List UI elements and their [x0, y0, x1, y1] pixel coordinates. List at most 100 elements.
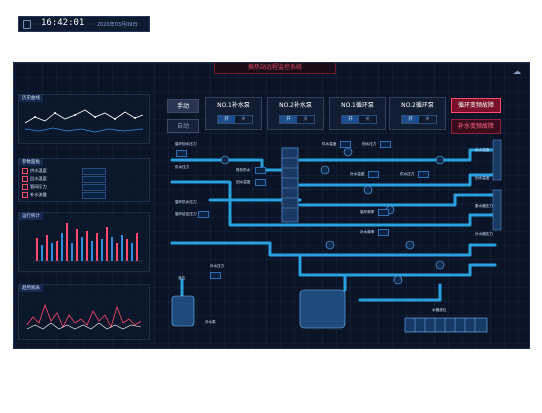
pump-on-button[interactable]: 开 [342, 116, 359, 123]
pump-symbol [363, 185, 373, 195]
stats-panel: 运行统计 [18, 212, 150, 272]
value-box [418, 171, 429, 178]
pump-toggle[interactable]: 开关 [217, 115, 253, 124]
pump-name: NO.2循环泵 [401, 102, 434, 109]
pump-off-button[interactable]: 关 [303, 117, 308, 122]
metric-value-box [82, 184, 106, 191]
makeup-vfd-fault-button[interactable]: 补水变频故障 [451, 119, 501, 134]
value-box [255, 179, 266, 186]
trend-line-white [26, 322, 142, 330]
diagram-label: 回水温度 [236, 180, 251, 184]
diagram-label: 供水温度 [475, 148, 490, 152]
pump-on-button[interactable]: 开 [402, 116, 419, 123]
pump-on-button[interactable]: 开 [218, 116, 235, 123]
pump-symbol [220, 155, 230, 165]
pump-control-1: NO.1补水泵 开关 [205, 97, 262, 130]
pump-symbol [325, 240, 335, 250]
diagram-label: 液位 [178, 276, 186, 280]
stats-bar [116, 243, 118, 261]
alarm-icon [22, 192, 28, 198]
branch-pipe-2 [298, 193, 497, 207]
heat-exchanger [281, 147, 299, 223]
pump-symbol [405, 240, 415, 250]
supply-pipe-1 [170, 158, 292, 172]
value-box [380, 141, 391, 148]
stats-title: 运行统计 [19, 213, 43, 220]
stats-bar [91, 241, 93, 261]
metric-row: 补水流量 [22, 192, 106, 199]
value-box [255, 167, 266, 174]
stats-bar [111, 237, 113, 261]
value-box [210, 272, 221, 279]
pump-off-button[interactable]: 关 [425, 117, 430, 122]
pump-off-button[interactable]: 关 [365, 117, 370, 122]
diagram-label: 供水压力 [400, 172, 415, 176]
metric-label: 供水温度 [30, 168, 47, 173]
pump-toggle[interactable]: 开关 [401, 115, 437, 124]
circulation-vfd-fault-button[interactable]: 循环变频故障 [451, 98, 501, 113]
metric-label: 补水流量 [30, 192, 47, 197]
value-box [340, 141, 351, 148]
history-line [24, 109, 144, 124]
value-box [176, 150, 187, 157]
stats-bar [51, 243, 53, 261]
diagram-label: 补水压力 [210, 264, 225, 268]
tank-outflow [358, 283, 442, 302]
distributor-header [492, 189, 502, 231]
stats-bar [131, 243, 133, 261]
diagram-label: 补水温度 [350, 172, 365, 176]
trend-title: 趋势图表 [19, 285, 43, 292]
metric-value-box [82, 192, 106, 199]
current-date: 2020年03月09日 [97, 22, 138, 28]
return-pipe-2 [298, 173, 497, 187]
loop-pipe-2 [343, 263, 497, 277]
diagram-label: 循环给定压力 [175, 212, 197, 216]
diagram-label: 回水压力 [362, 142, 377, 146]
softening-unit [404, 317, 488, 333]
diagram-label: 水箱液位 [432, 308, 447, 312]
return-pipe-1 [170, 180, 497, 227]
pump-toggle[interactable]: 开关 [279, 115, 315, 124]
stats-bar [126, 239, 128, 261]
drop-pipe [298, 253, 347, 292]
manual-mode-button[interactable]: 手动 [167, 99, 199, 113]
diagram-label: 补水泵 [205, 320, 216, 324]
pump-name: NO.2补水泵 [279, 102, 312, 109]
diagram-label: 回水温度 [475, 176, 490, 180]
pump-toggle[interactable]: 开关 [341, 115, 377, 124]
stats-bar [66, 223, 68, 261]
history-point [74, 114, 76, 116]
clock-panel: 16:42:01 2020年03月09日 [18, 16, 150, 32]
stats-bar [136, 233, 138, 261]
alarm-icon [22, 168, 28, 174]
pump-off-button[interactable]: 关 [241, 117, 246, 122]
value-box [378, 209, 389, 216]
stats-bar [46, 235, 48, 261]
pump-symbol [435, 260, 445, 270]
stats-bar [101, 239, 103, 261]
stats-bar [81, 237, 83, 261]
trend-panel: 趋势图表 [18, 284, 150, 340]
stats-bar [96, 233, 98, 261]
auto-mode-button[interactable]: 自动 [167, 119, 199, 133]
metric-row: 供水温度 [22, 168, 106, 175]
stats-bar [121, 235, 123, 261]
pump-symbol [393, 275, 403, 285]
pump-name: NO.1补水泵 [217, 102, 250, 109]
metric-value-box [82, 176, 106, 183]
pump-control-3: NO.1循环泵 开关 [329, 97, 386, 130]
diagram-label: 集水器压力 [475, 204, 493, 208]
current-time: 16:42:01 [41, 18, 85, 28]
history-point [34, 116, 36, 118]
trend-line-red [26, 303, 142, 329]
value-box [198, 211, 209, 218]
diagram-label: 分水器压力 [475, 232, 493, 236]
cloud-icon: ☁ [513, 67, 521, 76]
metric-row: 管网压力 [22, 184, 106, 191]
pump-on-button[interactable]: 开 [280, 116, 297, 123]
stats-bar [76, 229, 78, 261]
pump-symbol [320, 165, 330, 175]
pump-symbol [435, 155, 445, 165]
main-water-tank [299, 289, 346, 329]
stats-bar [106, 227, 108, 261]
